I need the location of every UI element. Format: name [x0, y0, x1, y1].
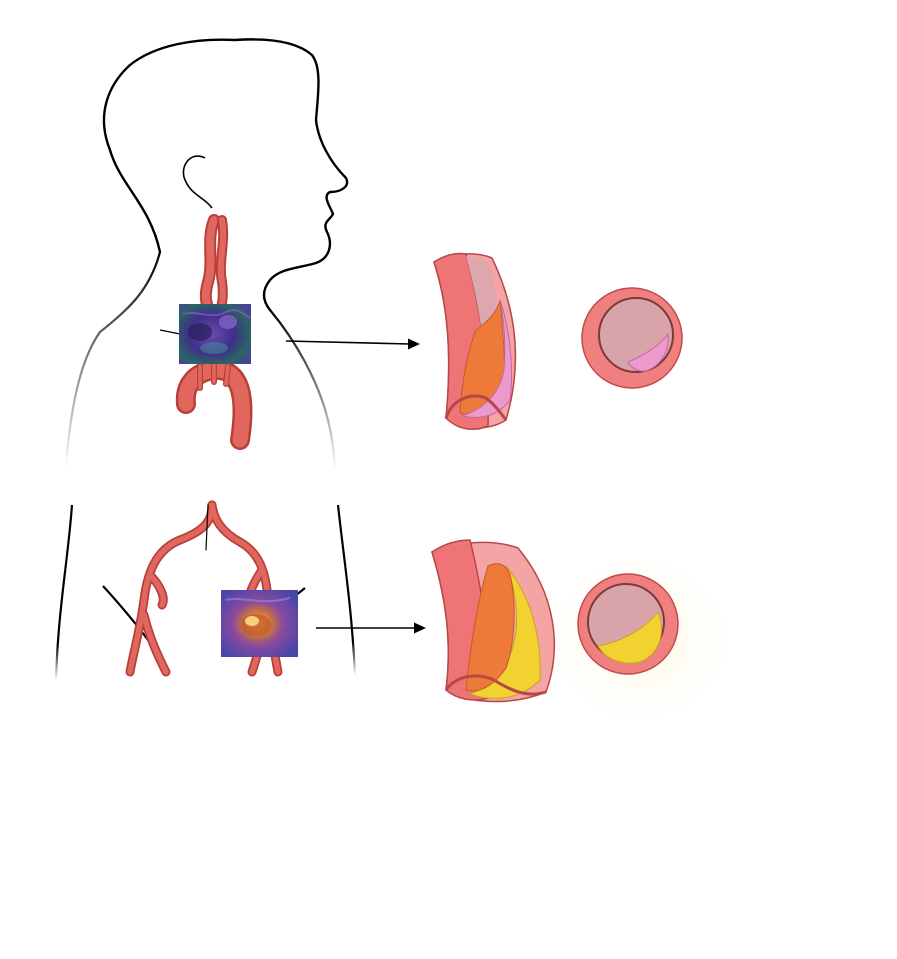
ear-outline [182, 155, 213, 209]
vessel-longitudinal-lower [431, 539, 555, 703]
arrow-right-lower [316, 622, 426, 634]
vessel-cross-section-upper [581, 287, 683, 389]
tissue-thumbnail-upper [179, 304, 251, 364]
plaque-yellow-lower [468, 565, 541, 699]
plaque-pink-cross-upper [627, 332, 669, 372]
plaque-pink-upper [460, 299, 513, 418]
aortic-arch [175, 359, 253, 450]
arrow-right-upper [285, 338, 420, 350]
torso-silhouette [54, 504, 357, 681]
plaque-orange-lower [465, 563, 515, 692]
head-silhouette [102, 38, 349, 312]
neck-line [159, 329, 181, 335]
vessel-cross-section-lower [577, 573, 679, 675]
plaque-yellow-cross-lower [597, 611, 662, 664]
carotid-artery [199, 214, 229, 318]
vessel-longitudinal-upper [433, 252, 517, 431]
tissue-thumbnail-lower [221, 590, 298, 657]
shoulder-silhouette [64, 251, 337, 471]
